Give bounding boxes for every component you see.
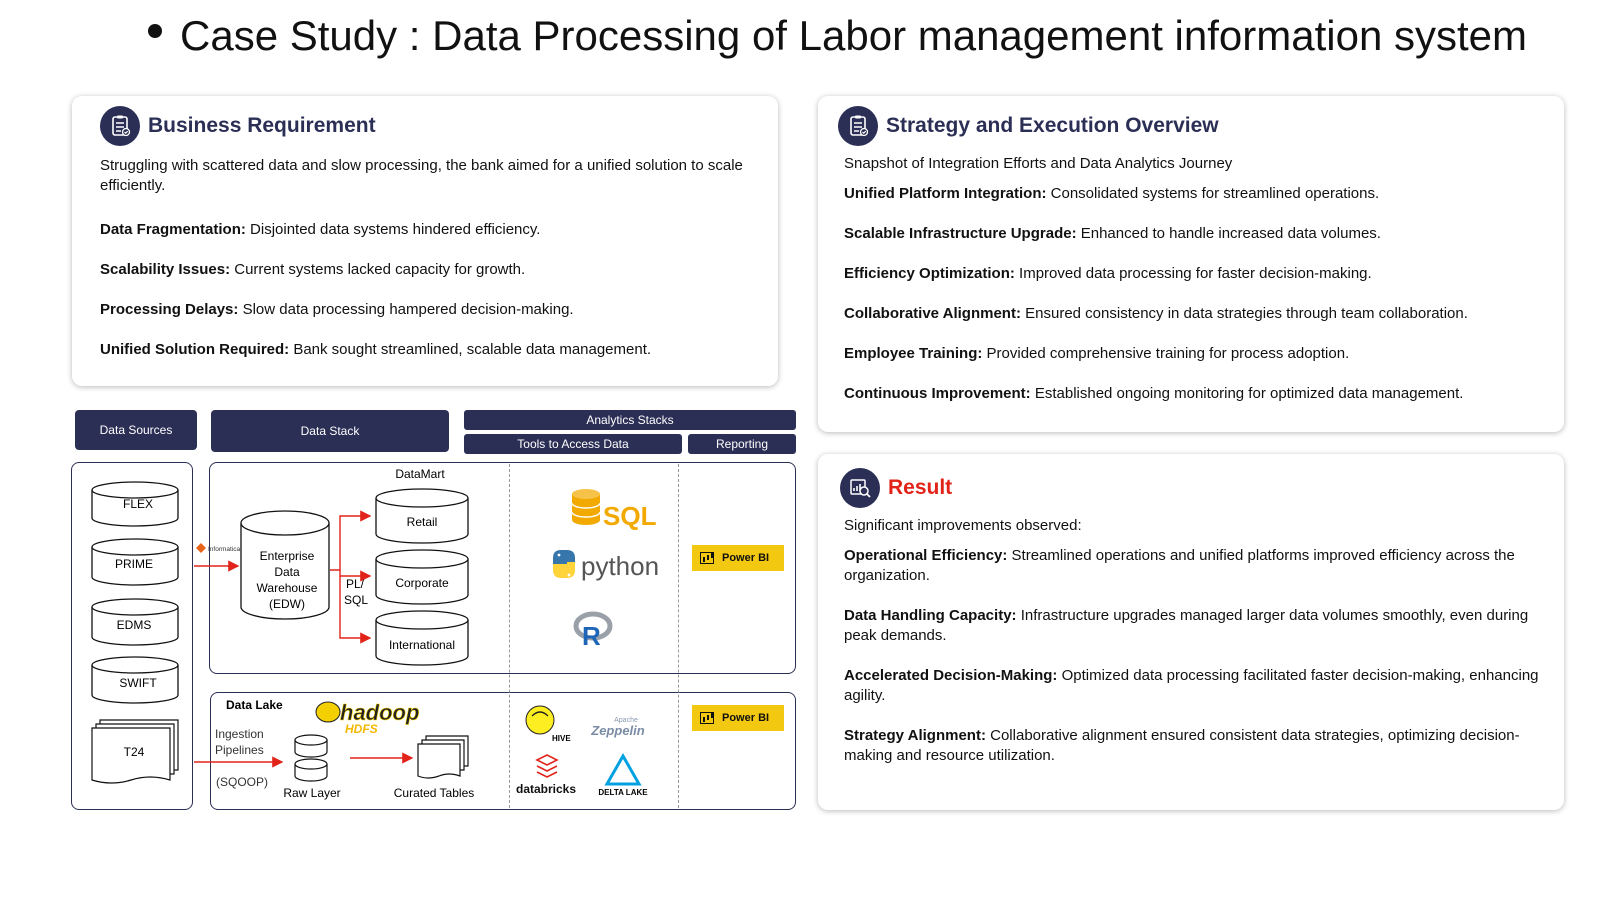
business-item: Processing Delays: Slow data processing … [100,301,574,318]
r-icon [573,611,613,641]
source-label: T24 [124,745,145,759]
datamart-label: DataMart [395,467,445,481]
strategy-item: Continuous Improvement: Established ongo… [844,385,1464,402]
result-item: Strategy Alignment: Collaborative alignm… [844,727,1520,764]
data-sources-panel [71,462,193,810]
hadoop-label: hadoop [340,700,419,725]
data-lake-panel [210,692,796,810]
informatica-label: Informatica [208,546,241,553]
mart-label: International [389,638,455,652]
plsql-label: SQL [344,593,368,607]
powerbi-icon [700,712,714,724]
sql-label: SQL [603,501,657,531]
strategy-card: Strategy and Execution Overview Snapshot… [818,96,1564,432]
zeppelin-label: Zeppelin [590,723,645,738]
edw-label: (EDW) [269,597,305,611]
curated-tables-docs [417,735,469,779]
edw-label: Warehouse [257,581,318,595]
source-db-edms [91,598,179,646]
hive-icon [525,705,555,735]
business-item: Unified Solution Required: Bank sought s… [100,341,652,358]
edw-label: Data [274,565,300,579]
analytics-search-icon [840,468,880,508]
edw-label: Enterprise [260,549,315,563]
delta-lake-icon [604,752,642,786]
data-stack-panel [209,462,796,674]
result-item: Accelerated Decision-Making: Optimized d… [844,667,1539,704]
sqoop-label: (SQOOP) [216,775,268,789]
divider [509,464,510,808]
result-card: Result Significant improvements observed… [818,454,1564,810]
mart-label: Retail [407,515,438,529]
source-docs-t24 [91,719,179,784]
result-header: Result [840,468,952,508]
powerbi-icon [700,552,714,564]
page-title: Case Study : Data Processing of Labor ma… [148,12,1527,60]
informatica-icon [196,543,206,553]
header-data-sources: Data Sources [75,410,197,450]
r-label: R [582,621,601,651]
data-lake-label: Data Lake [226,698,283,712]
strategy-item: Scalable Infrastructure Upgrade: Enhance… [844,225,1381,242]
strategy-item: Unified Platform Integration: Consolidat… [844,185,1380,202]
checklist-icon [100,106,140,146]
strategy-item: Employee Training: Provided comprehensiv… [844,345,1350,362]
databricks-icon [535,754,559,778]
strategy-header: Strategy and Execution Overview [838,106,1219,146]
ingestion-label: Pipelines [215,743,264,757]
source-db-prime [91,538,179,586]
arrows-edw-to-marts [330,510,372,644]
business-requirement-title: Business Requirement [148,114,376,137]
business-requirement-card: Business Requirement Struggling with sca… [72,96,778,386]
strategy-title: Strategy and Execution Overview [886,114,1219,137]
delta-lake-label: DELTA LAKE [598,788,648,797]
mart-label: Corporate [395,576,449,590]
header-tools-to-access-data: Tools to Access Data [464,434,682,454]
business-intro: Struggling with scattered data and slow … [100,157,743,194]
raw-layer-db [294,734,328,782]
source-label: PRIME [115,557,153,571]
header-data-stack: Data Stack [211,410,449,452]
header-reporting: Reporting [688,434,796,454]
plsql-label: PL/ [346,577,365,591]
strategy-item: Efficiency Optimization: Improved data p… [844,265,1372,282]
source-label: SWIFT [119,676,157,690]
curated-tables-label: Curated Tables [394,786,475,800]
business-requirement-header: Business Requirement [100,106,376,146]
mart-db-corporate [375,549,469,605]
business-item: Scalability Issues: Current systems lack… [100,261,526,278]
powerbi-badge: Power BI [692,545,784,571]
sql-icon [571,489,601,525]
python-label: python [581,551,659,581]
edw-db [240,510,330,620]
source-db-flex [91,481,179,527]
hadoop-icon [315,701,341,723]
hdfs-label: HDFS [345,722,378,736]
result-title: Result [888,476,953,499]
powerbi-badge: Power BI [692,705,784,731]
source-label: FLEX [123,497,153,511]
bullet-icon [148,23,162,38]
header-analytics-stacks: Analytics Stacks [464,410,796,430]
mart-db-retail [375,488,469,544]
result-item: Data Handling Capacity: Infrastructure u… [844,607,1529,644]
python-icon [553,550,575,578]
strategy-item: Collaborative Alignment: Ensured consist… [844,305,1468,322]
checklist-icon [838,106,878,146]
hive-label: HIVE [552,734,571,743]
divider [678,464,679,808]
strategy-intro: Snapshot of Integration Efforts and Data… [844,155,1233,172]
result-item: Operational Efficiency: Streamlined oper… [844,547,1515,584]
source-db-swift [91,656,179,704]
business-item: Data Fragmentation: Disjointed data syst… [100,221,541,238]
ingestion-label: Ingestion [215,727,264,741]
result-intro: Significant improvements observed: [844,517,1082,534]
raw-layer-label: Raw Layer [283,786,340,800]
mart-db-international [375,610,469,666]
zeppelin-top-label: Apache [614,717,638,724]
source-label: EDMS [117,618,152,632]
databricks-label: databricks [516,782,576,796]
